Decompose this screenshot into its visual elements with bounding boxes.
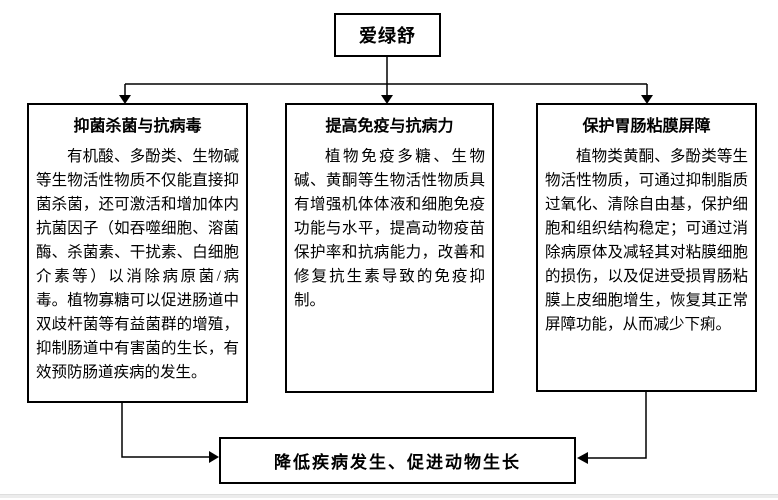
branch-body: 植物类黄酮、多酚类等生物活性物质，可通过抑制脂质过氧化、清除自由基，保护细胞和组… bbox=[545, 148, 748, 333]
branch-box-antibacterial: 抑菌杀菌与抗病毒 有机酸、多酚类、生物碱等生物活性物质不仅能直接抑菌杀菌，还可激… bbox=[27, 103, 248, 403]
arrowhead-left-into-outcome bbox=[577, 452, 588, 464]
page-edge-divider bbox=[0, 494, 778, 498]
branch-body: 有机酸、多酚类、生物碱等生物活性物质不仅能直接抑菌杀菌，还可激活和增加体内抗菌因… bbox=[36, 148, 239, 381]
branch-box-mucosa-protection: 保护胃肠粘膜屏障 植物类黄酮、多酚类等生物活性物质，可通过抑制脂质过氧化、清除自… bbox=[536, 103, 757, 392]
outcome-node: 降低疾病发生、促进动物生长 bbox=[219, 437, 576, 484]
branch-box-immunity: 提高免疫与抗病力 植物免疫多糖、生物碱、黄酮等生物活性物质具有增强机体体液和细胞… bbox=[285, 103, 494, 393]
root-node-label: 爱绿舒 bbox=[359, 26, 416, 46]
outcome-node-label: 降低疾病发生、促进动物生长 bbox=[274, 453, 521, 472]
root-node: 爱绿舒 bbox=[334, 13, 441, 57]
branch-title: 保护胃肠粘膜屏障 bbox=[582, 118, 711, 135]
arrowhead-right-into-outcome bbox=[209, 451, 219, 463]
connector-right-elbow bbox=[587, 392, 647, 459]
branch-title: 提高免疫与抗病力 bbox=[325, 118, 454, 135]
connector-left-elbow bbox=[121, 403, 210, 458]
branch-title: 抑菌杀菌与抗病毒 bbox=[73, 118, 202, 135]
branch-body: 植物免疫多糖、生物碱、黄酮等生物活性物质具有增强机体体液和细胞免疫功能与水平，提… bbox=[294, 148, 485, 309]
